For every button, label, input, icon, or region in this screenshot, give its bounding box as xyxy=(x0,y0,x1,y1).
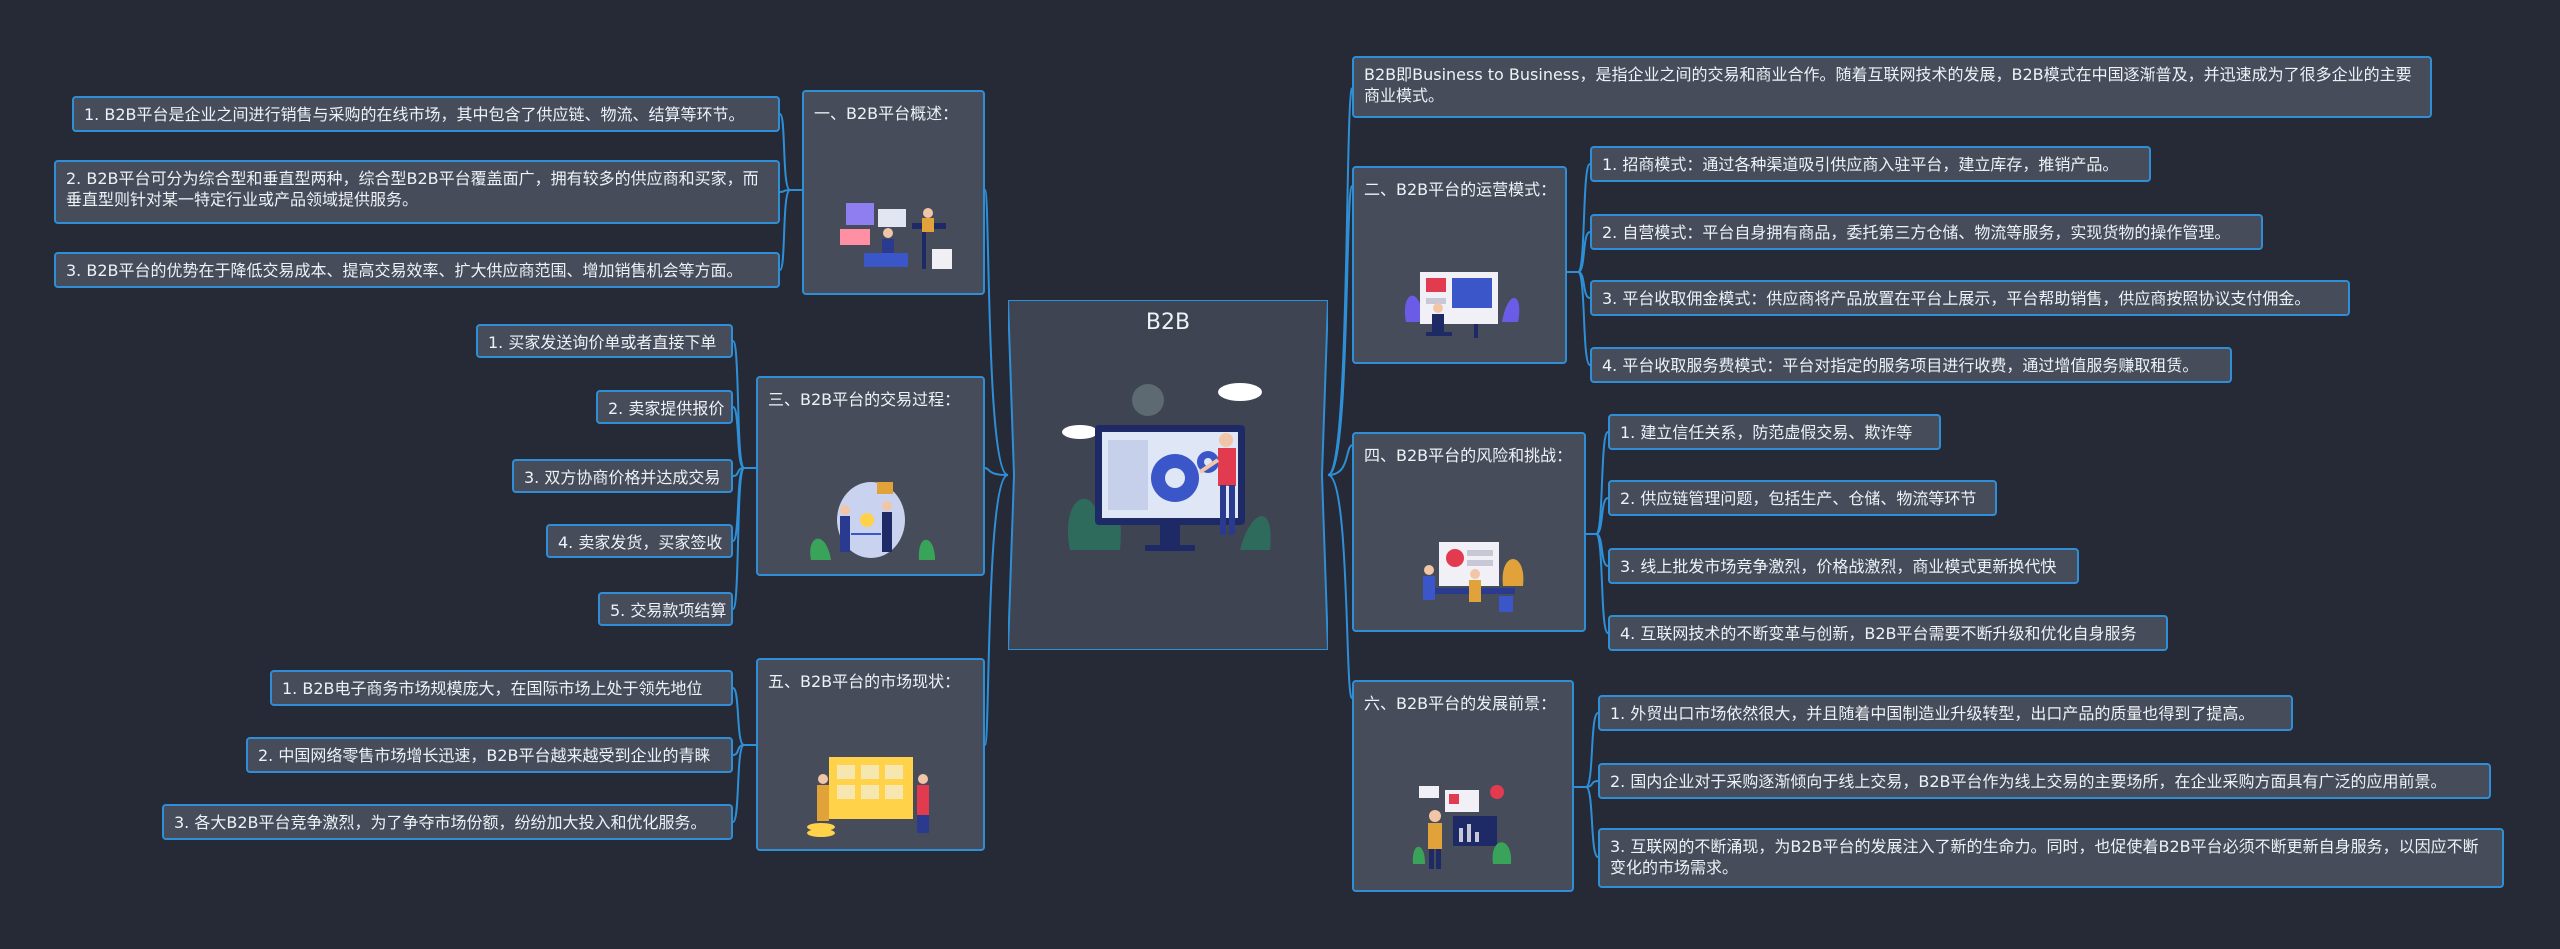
list-item[interactable]: 2. 自营模式：平台自身拥有商品，委托第三方仓储、物流等服务，实现货物的操作管理… xyxy=(1590,214,2263,250)
list-item[interactable]: 2. 卖家提供报价 xyxy=(596,390,733,424)
branch-title: 一、B2B平台概述： xyxy=(814,100,973,124)
list-item[interactable]: 1. B2B平台是企业之间进行销售与采购的在线市场，其中包含了供应链、物流、结算… xyxy=(72,96,780,132)
branch-future-prospects[interactable]: 六、B2B平台的发展前景： xyxy=(1352,680,1574,892)
list-item[interactable]: 2. 中国网络零售市场增长迅速，B2B平台越来越受到企业的青睐 xyxy=(246,737,733,773)
list-item[interactable]: 5. 交易款项结算 xyxy=(598,592,733,626)
branch-title: 六、B2B平台的发展前景： xyxy=(1364,690,1562,714)
branch-market-status[interactable]: 五、B2B平台的市场现状： xyxy=(756,658,985,851)
branch-title: 三、B2B平台的交易过程： xyxy=(768,386,973,410)
list-item[interactable]: 1. 建立信任关系，防范虚假交易、欺诈等 xyxy=(1608,414,1941,450)
list-item[interactable]: 3. 线上批发市场竞争激烈，价格战激烈，商业模式更新换代快 xyxy=(1608,548,2079,584)
branch-title: 二、B2B平台的运营模式： xyxy=(1364,176,1555,200)
list-item[interactable]: 2. 国内企业对于采购逐渐倾向于线上交易，B2B平台作为线上交易的主要场所，在企… xyxy=(1598,763,2491,799)
list-item[interactable]: 4. 平台收取服务费模式：平台对指定的服务项目进行收费，通过增值服务赚取租赁。 xyxy=(1590,347,2232,383)
branch-title: 五、B2B平台的市场现状： xyxy=(768,668,973,692)
team-at-desk-illustration xyxy=(1354,530,1584,622)
list-item[interactable]: 4. 互联网技术的不断变革与创新，B2B平台需要不断升级和优化自身服务 xyxy=(1608,615,2168,651)
people-with-lightbulb-illustration xyxy=(758,474,983,566)
list-item[interactable]: 2. B2B平台可分为综合型和垂直型两种，综合型B2B平台覆盖面广，拥有较多的供… xyxy=(54,160,780,224)
person-at-monitor-illustration xyxy=(1354,262,1565,354)
central-topic[interactable]: B2B xyxy=(1008,300,1328,650)
branch-title: 四、B2B平台的风险和挑战： xyxy=(1364,442,1574,466)
list-item[interactable]: 3. 双方协商价格并达成交易 xyxy=(512,459,733,493)
list-item[interactable]: 1. 招商模式：通过各种渠道吸引供应商入驻平台，建立库存，推销产品。 xyxy=(1590,146,2151,182)
gear-dashboard-illustration xyxy=(1050,380,1290,570)
branch-operation-models[interactable]: 二、B2B平台的运营模式： xyxy=(1352,166,1567,364)
central-topic-title: B2B xyxy=(1008,310,1328,335)
list-item[interactable]: 1. 买家发送询价单或者直接下单 xyxy=(476,324,733,358)
people-with-board-illustration xyxy=(758,749,983,841)
list-item[interactable]: 3. 互联网的不断涌现，为B2B平台的发展注入了新的生命力。同时，也促使着B2B… xyxy=(1598,828,2504,888)
intro-node[interactable]: B2B即Business to Business，是指企业之间的交易和商业合作。… xyxy=(1352,56,2432,118)
person-with-charts-illustration xyxy=(1354,790,1572,882)
list-item[interactable]: 1. B2B电子商务市场规模庞大，在国际市场上处于领先地位 xyxy=(270,670,733,706)
people-with-screens-illustration xyxy=(804,193,983,285)
list-item[interactable]: 2. 供应链管理问题，包括生产、仓储、物流等环节 xyxy=(1608,480,1997,516)
list-item[interactable]: 3. 平台收取佣金模式：供应商将产品放置在平台上展示，平台帮助销售，供应商按照协… xyxy=(1590,280,2350,316)
list-item[interactable]: 3. 各大B2B平台竞争激烈，为了争夺市场份额，纷纷加大投入和优化服务。 xyxy=(162,804,733,840)
list-item[interactable]: 1. 外贸出口市场依然很大，并且随着中国制造业升级转型，出口产品的质量也得到了提… xyxy=(1598,695,2293,731)
branch-transaction-process[interactable]: 三、B2B平台的交易过程： xyxy=(756,376,985,576)
list-item[interactable]: 4. 卖家发货，买家签收 xyxy=(546,524,733,558)
list-item[interactable]: 3. B2B平台的优势在于降低交易成本、提高交易效率、扩大供应商范围、增加销售机… xyxy=(54,252,780,288)
branch-risks-challenges[interactable]: 四、B2B平台的风险和挑战： xyxy=(1352,432,1586,632)
branch-overview[interactable]: 一、B2B平台概述： xyxy=(802,90,985,295)
